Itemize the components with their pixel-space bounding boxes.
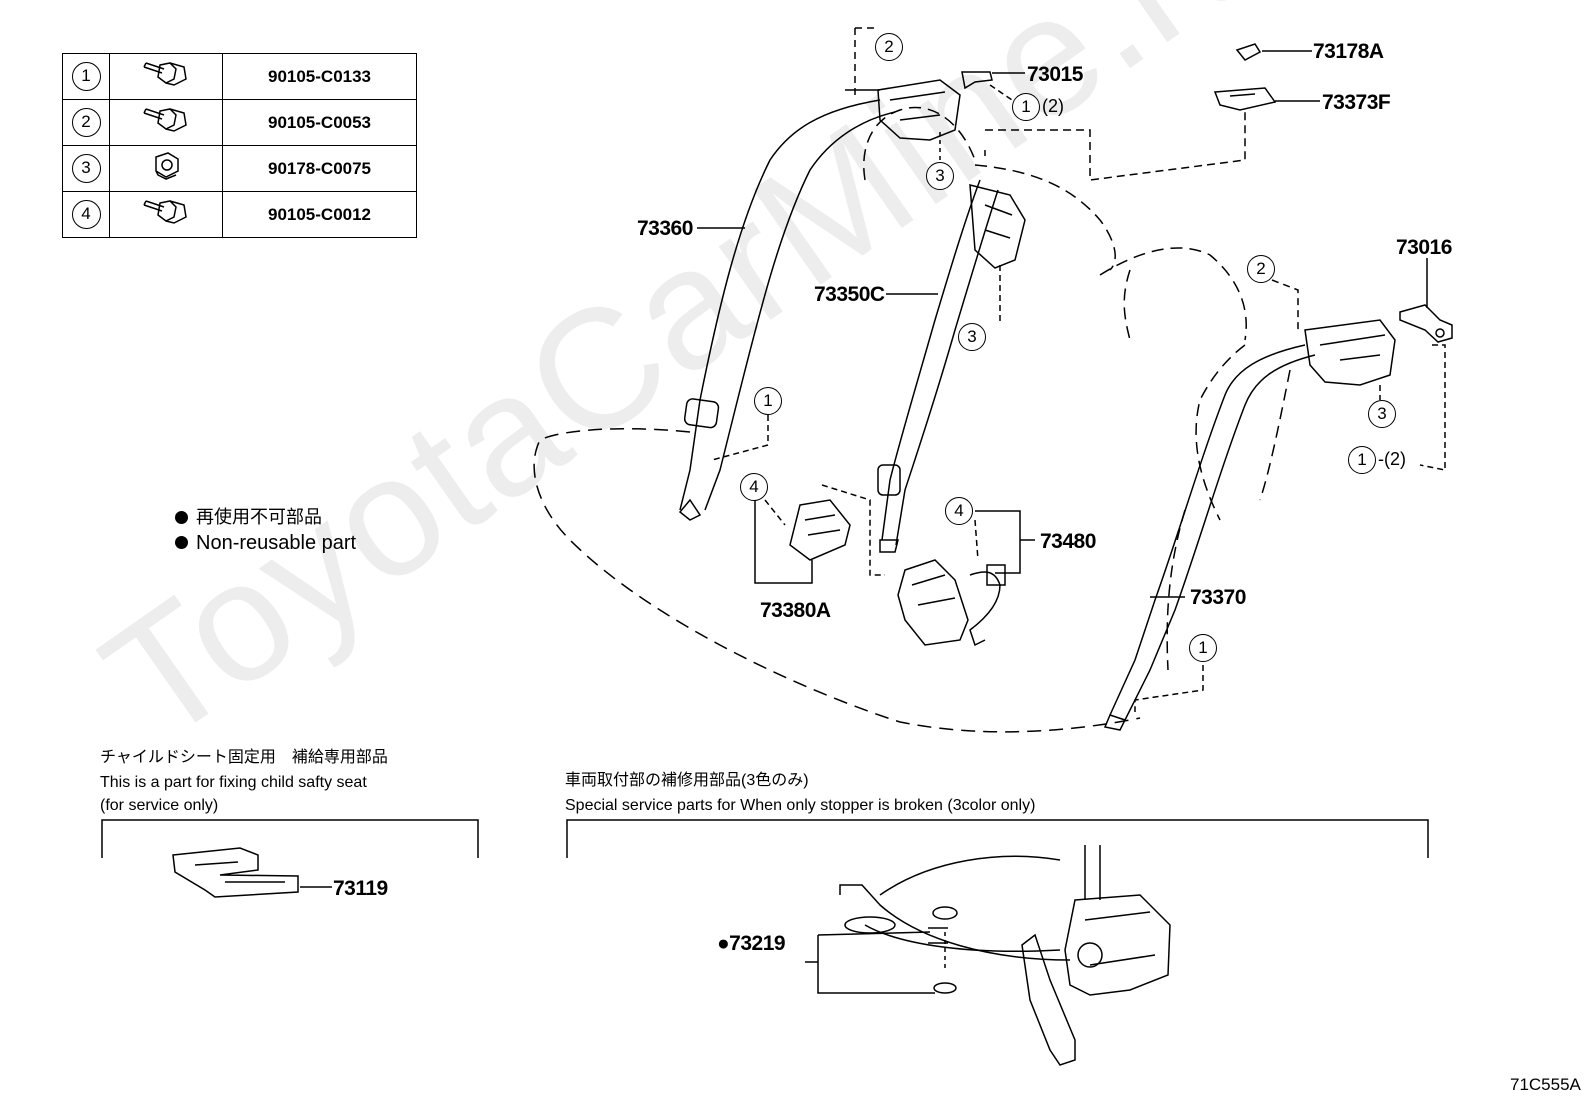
fastener-table: 1 90105-C0133 2 90105-C0053 3 90178-C007… — [62, 53, 417, 238]
legend-jp: 再使用不可部品 — [175, 508, 322, 526]
table-row: 2 90105-C0053 — [62, 99, 417, 146]
label-73350c: 73350C — [814, 283, 885, 306]
table-row: 4 90105-C0012 — [62, 191, 417, 238]
bolt-washer-icon — [143, 62, 187, 86]
retractor-right — [1304, 319, 1396, 386]
label-73016: 73016 — [1396, 236, 1452, 259]
label-73178a: 73178A — [1313, 40, 1384, 63]
retractor-detail — [1064, 894, 1171, 996]
child-seat-subtitle: (for service only) — [100, 797, 219, 814]
nut-icon — [155, 152, 179, 180]
label-73360: 73360 — [637, 217, 693, 240]
callout-4: 4 — [740, 473, 768, 501]
label-73015: 73015 — [1027, 63, 1083, 86]
label-73119: 73119 — [333, 877, 388, 900]
legend-en: Non-reusable part — [175, 533, 356, 553]
part-number: 90105-C0012 — [222, 191, 417, 238]
callout-dash-paren-2: -(2) — [1378, 449, 1406, 469]
callout-1: 1 — [1012, 93, 1040, 121]
legend-en-text: Non-reusable part — [196, 532, 357, 554]
callout-number: 1 — [71, 62, 101, 91]
table-row: 3 90178-C0075 — [62, 145, 417, 192]
belt-73350c — [881, 179, 999, 546]
cover-73178a — [1235, 43, 1262, 61]
seat-cushion-outline — [533, 427, 1141, 733]
bolt-washer-icon — [143, 108, 187, 132]
bullet-icon — [175, 536, 188, 549]
callout-4: 4 — [945, 497, 973, 525]
child-seat-box — [101, 819, 479, 858]
belt-73370 — [1109, 344, 1316, 721]
label-73219: ●73219 — [717, 932, 786, 955]
child-seat-title-en: This is a part for fixing child safty se… — [100, 774, 367, 791]
seat-back-outline-center — [974, 164, 1116, 271]
callout-1: 1 — [754, 387, 782, 415]
bolt-washer-icon — [143, 200, 187, 224]
callout-3: 3 — [1368, 400, 1396, 428]
buckle-73380a — [789, 499, 851, 561]
bezel-73373f — [1213, 87, 1277, 111]
child-seat-title-jp: チャイルドシート固定用 補給専用部品 — [100, 749, 388, 766]
label-73373f: 73373F — [1322, 91, 1391, 114]
belt-73360 — [679, 99, 896, 511]
callout-paren-2: (2) — [1042, 96, 1064, 116]
bullet-icon — [175, 511, 188, 524]
callout-number: 3 — [71, 154, 101, 183]
callout-number: 4 — [71, 200, 101, 229]
callout-3: 3 — [926, 162, 954, 190]
label-73480: 73480 — [1040, 530, 1096, 553]
callout-1: 1 — [1189, 634, 1217, 662]
callout-1: 1 — [1348, 446, 1376, 474]
service-title-en: Special service parts for When only stop… — [565, 797, 1036, 814]
anchor-73015 — [961, 71, 993, 90]
seat-back-inner — [1123, 269, 1131, 341]
callout-2: 2 — [1247, 255, 1275, 283]
plate-73119 — [172, 847, 299, 898]
legend-jp-text: 再使用不可部品 — [196, 507, 322, 527]
label-73370: 73370 — [1190, 586, 1246, 609]
retractor-center — [969, 184, 1026, 269]
callout-3: 3 — [958, 323, 986, 351]
part-number: 90178-C0075 — [222, 145, 417, 192]
anchor-73016 — [1399, 304, 1453, 343]
seat-back-outline-right — [1099, 247, 1247, 341]
buckle-73480 — [897, 559, 969, 646]
part-number: 90105-C0133 — [222, 53, 417, 100]
callout-number: 2 — [71, 108, 101, 137]
seat-back-outline-left — [863, 106, 976, 181]
callout-2: 2 — [875, 33, 903, 61]
table-row: 1 90105-C0133 — [62, 53, 417, 100]
label-73380a: 73380A — [760, 599, 831, 622]
part-number: 90105-C0053 — [222, 99, 417, 146]
retractor-left — [877, 79, 961, 141]
service-box — [566, 819, 1429, 858]
diagram-code: 71C555A — [1510, 1075, 1581, 1094]
service-title-jp: 車両取付部の補修用部品(3色のみ) — [565, 772, 809, 789]
